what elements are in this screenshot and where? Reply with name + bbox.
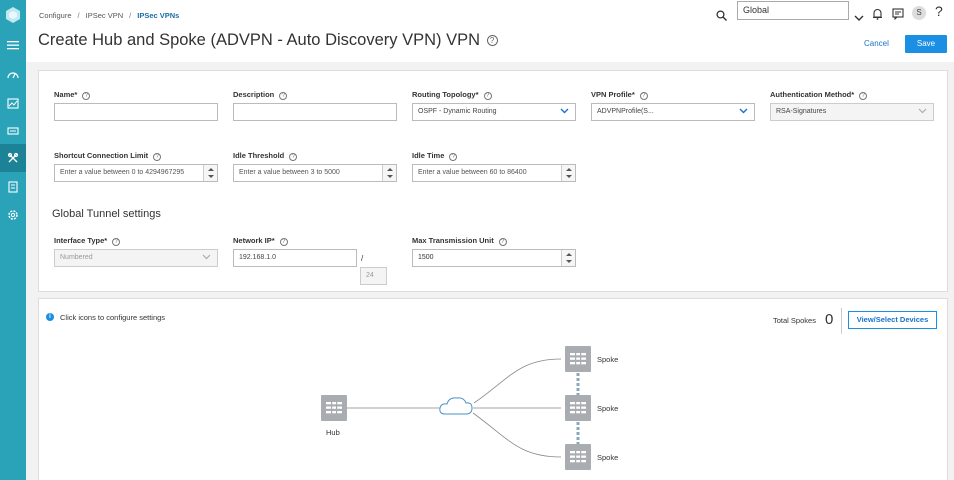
configure-icon[interactable] bbox=[0, 144, 26, 172]
network-ip-input[interactable]: 192.168.1.0 bbox=[233, 249, 357, 267]
network-ip-label: Network IP*? bbox=[233, 236, 288, 246]
message-icon[interactable] bbox=[892, 7, 904, 25]
help-icon[interactable]: ? bbox=[935, 3, 943, 19]
routing-topology-select[interactable]: OSPF - Dynamic Routing bbox=[412, 103, 576, 121]
spoke-label: Spoke bbox=[597, 404, 618, 413]
spinner[interactable] bbox=[382, 165, 396, 181]
cancel-button[interactable]: Cancel bbox=[864, 39, 889, 48]
left-nav-rail bbox=[0, 0, 26, 480]
chevron-down-icon bbox=[918, 108, 927, 114]
bell-icon[interactable] bbox=[872, 7, 883, 25]
reports-icon[interactable] bbox=[5, 179, 21, 195]
help-icon[interactable]: ? bbox=[82, 92, 90, 100]
interface-type-label: Interface Type*? bbox=[54, 236, 120, 246]
interface-type-select: Numbered bbox=[54, 249, 218, 267]
help-icon[interactable]: ? bbox=[484, 92, 492, 100]
save-button[interactable]: Save bbox=[905, 35, 947, 53]
description-label: Description? bbox=[233, 90, 287, 100]
help-icon[interactable]: ? bbox=[153, 153, 161, 161]
hub-device-icon[interactable] bbox=[321, 395, 347, 421]
topology-panel: i Click icons to configure settings Tota… bbox=[38, 298, 948, 480]
spoke-label: Spoke bbox=[597, 355, 618, 364]
cloud-icon bbox=[440, 398, 472, 414]
dashboard-icon[interactable] bbox=[5, 67, 21, 83]
topology-links bbox=[39, 299, 949, 480]
breadcrumb-ipsec-vpn[interactable]: IPSec VPN bbox=[86, 11, 124, 20]
description-input[interactable] bbox=[233, 103, 397, 121]
help-icon[interactable]: ? bbox=[487, 35, 498, 46]
chevron-down-icon bbox=[739, 108, 748, 114]
help-icon[interactable]: ? bbox=[859, 92, 867, 100]
spoke-device-icon[interactable] bbox=[565, 395, 591, 421]
idle-threshold-label: Idle Threshold? bbox=[233, 151, 297, 161]
help-icon[interactable]: ? bbox=[289, 153, 297, 161]
page-header: Configure/IPSec VPN/IPSec VPNs Create Hu… bbox=[26, 0, 954, 62]
idle-time-input[interactable]: Enter a value between 60 to 86400 bbox=[412, 164, 576, 182]
logo-icon[interactable] bbox=[4, 6, 22, 24]
avatar[interactable]: S bbox=[912, 6, 926, 20]
spoke-device-icon[interactable] bbox=[565, 444, 591, 470]
mtu-input[interactable]: 1500 bbox=[412, 249, 576, 267]
network-prefix-input: 24 bbox=[360, 267, 387, 285]
spinner[interactable] bbox=[561, 250, 575, 266]
help-icon[interactable]: ? bbox=[279, 92, 287, 100]
help-icon[interactable]: ? bbox=[499, 238, 507, 246]
idle-threshold-input[interactable]: Enter a value between 3 to 5000 bbox=[233, 164, 397, 182]
page-title: Create Hub and Spoke (ADVPN - Auto Disco… bbox=[38, 31, 498, 50]
spinner[interactable] bbox=[203, 165, 217, 181]
idle-time-label: Idle Time? bbox=[412, 151, 457, 161]
help-icon[interactable]: ? bbox=[449, 153, 457, 161]
mtu-label: Max Transmission Unit? bbox=[412, 236, 507, 246]
devices-icon[interactable] bbox=[5, 123, 21, 139]
help-icon[interactable]: ? bbox=[640, 92, 648, 100]
spoke-label: Spoke bbox=[597, 453, 618, 462]
shortcut-limit-label: Shortcut Connection Limit? bbox=[54, 151, 161, 161]
breadcrumb: Configure/IPSec VPN/IPSec VPNs bbox=[39, 11, 179, 20]
auth-method-label: Authentication Method*? bbox=[770, 90, 867, 100]
chevron-down-icon bbox=[560, 108, 569, 114]
vpn-profile-select[interactable]: ADVPNProfile(S... bbox=[591, 103, 755, 121]
vpn-settings-form: Name*? Description? Routing Topology*? O… bbox=[38, 70, 948, 292]
name-input[interactable] bbox=[54, 103, 218, 121]
help-icon[interactable]: ? bbox=[112, 238, 120, 246]
settings-icon[interactable] bbox=[5, 207, 21, 223]
ip-prefix-separator: / bbox=[361, 254, 363, 263]
routing-topology-label: Routing Topology*? bbox=[412, 90, 492, 100]
breadcrumb-ipsec-vpns[interactable]: IPSec VPNs bbox=[137, 11, 179, 20]
menu-icon[interactable] bbox=[5, 37, 21, 53]
breadcrumb-configure[interactable]: Configure bbox=[39, 11, 72, 20]
name-label: Name*? bbox=[54, 90, 90, 100]
scope-select[interactable]: Global bbox=[737, 1, 849, 20]
monitor-icon[interactable] bbox=[5, 95, 21, 111]
hub-label: Hub bbox=[326, 428, 340, 437]
vpn-profile-label: VPN Profile*? bbox=[591, 90, 648, 100]
shortcut-limit-input[interactable]: Enter a value between 0 to 4294967295 bbox=[54, 164, 218, 182]
chevron-down-icon[interactable] bbox=[854, 8, 864, 26]
section-title: Global Tunnel settings bbox=[52, 208, 161, 220]
spinner[interactable] bbox=[561, 165, 575, 181]
search-icon[interactable] bbox=[716, 8, 727, 26]
auth-method-select: RSA-Signatures bbox=[770, 103, 934, 121]
spoke-device-icon[interactable] bbox=[565, 346, 591, 372]
help-icon[interactable]: ? bbox=[280, 238, 288, 246]
chevron-down-icon bbox=[202, 254, 211, 260]
